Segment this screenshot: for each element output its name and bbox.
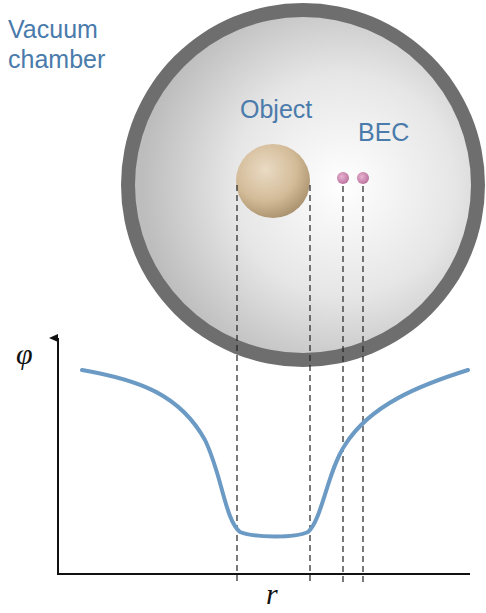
y-axis [57,338,59,574]
object-sphere [236,144,310,218]
chamber-interior [135,17,471,353]
x-axis-label: r [266,578,296,610]
dashed-guides [237,185,363,582]
bec-dot [357,172,369,184]
field-profile-curve [82,370,468,537]
bec-label: BEC [358,117,458,147]
bec-dot [337,172,349,184]
x-axis [57,573,470,575]
chamber-wall [121,3,485,367]
y-axis-label: φ [16,338,52,370]
object-label: Object [240,94,360,124]
chamber-label: Vacuum chamber [8,14,148,74]
